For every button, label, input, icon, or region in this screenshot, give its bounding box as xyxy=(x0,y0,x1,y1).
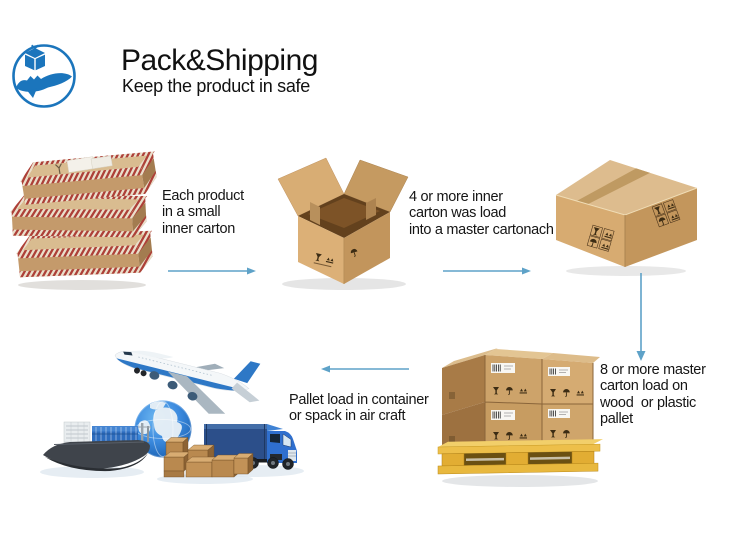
pack-shipping-logo xyxy=(12,44,76,108)
gift-box-icon xyxy=(25,44,45,71)
step1-caption: Each product in a small inner carton xyxy=(162,188,244,237)
open-master-carton-image xyxy=(277,157,409,290)
airplane xyxy=(114,350,261,414)
arrow-left-icon xyxy=(321,365,409,373)
pallet-caption: 8 or more master carton load on wood or … xyxy=(600,362,706,427)
transport-montage-image xyxy=(40,350,304,484)
page-subtitle: Keep the product in safe xyxy=(122,76,310,96)
box-labels xyxy=(491,363,570,420)
hand-airplane-icon xyxy=(16,73,72,98)
transport-caption: Pallet load in container or spack in air… xyxy=(289,392,429,425)
stacked-inner-cartons-image xyxy=(10,148,160,290)
closed-master-carton-image xyxy=(555,160,698,276)
wooden-pallet xyxy=(437,439,603,475)
cargo-ship xyxy=(43,421,151,472)
carton-pile xyxy=(163,437,254,478)
arrow-down-icon xyxy=(636,273,646,361)
pallet-cartons-image xyxy=(437,348,603,487)
arrow-right-icon-2 xyxy=(443,267,531,275)
page-title: Pack&Shipping xyxy=(121,44,318,77)
step2-caption: 4 or more inner carton was load into a m… xyxy=(409,189,554,238)
arrow-right-icon-1 xyxy=(168,267,256,275)
